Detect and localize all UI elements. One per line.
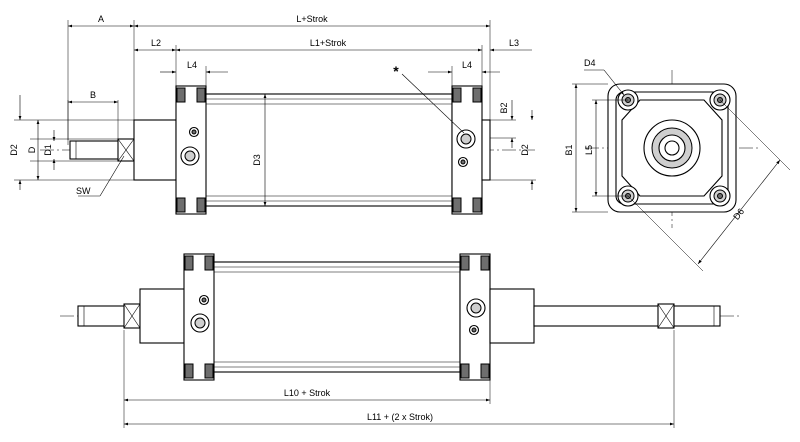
dim-d3: D3 xyxy=(252,154,262,166)
dim-d2-left: D2 xyxy=(9,144,19,156)
dim-b2: B2 xyxy=(499,102,509,113)
rear-plate xyxy=(481,119,491,181)
dim-d2-right: D2 xyxy=(520,144,530,156)
callout-star: * xyxy=(393,63,399,79)
dimensions-bottom: L10 + Strok L11 + (2 x Strok) xyxy=(123,330,675,428)
dim-b: B xyxy=(90,90,96,100)
dim-d4: D4 xyxy=(584,58,596,68)
dim-a: A xyxy=(98,14,104,24)
dim-b1: B1 xyxy=(564,144,574,155)
left-bearing-boss xyxy=(139,288,185,344)
rear-end-cap xyxy=(451,85,483,215)
right-rod-end xyxy=(673,305,721,327)
side-view-bottom xyxy=(60,253,740,381)
dim-l5: L5 xyxy=(584,145,594,155)
dim-d1: D1 xyxy=(43,144,53,156)
dim-l11-strok: L11 + (2 x Strok) xyxy=(367,412,433,422)
dim-l4-right: L4 xyxy=(462,60,472,70)
side-view-top xyxy=(40,85,535,215)
bearing-boss xyxy=(133,119,177,181)
piston-rod xyxy=(69,140,121,160)
bottom-barrel xyxy=(211,261,461,373)
dim-l1-strok: L1+Strok xyxy=(310,38,347,48)
right-rod xyxy=(533,305,661,327)
dim-l10-strok: L10 + Strok xyxy=(284,388,331,398)
dim-l4-left: L4 xyxy=(187,60,197,70)
dimensions-top: A L+Strok L2 L1+Strok L3 L4 L4 * B D2 D xyxy=(9,14,536,206)
right-bearing-boss xyxy=(489,288,535,344)
mounting-hole-br xyxy=(709,185,731,207)
dim-l-strok: L+Strok xyxy=(296,14,328,24)
callout-sw: SW xyxy=(76,186,91,196)
cylinder-barrel xyxy=(203,93,453,207)
dim-d: D xyxy=(27,146,37,153)
end-view xyxy=(585,70,760,228)
dim-l3: L3 xyxy=(509,38,519,48)
dim-l2: L2 xyxy=(151,38,161,48)
dimensions-end-view: D4 B1 L5 D6 xyxy=(564,58,791,272)
left-rod xyxy=(77,305,127,327)
